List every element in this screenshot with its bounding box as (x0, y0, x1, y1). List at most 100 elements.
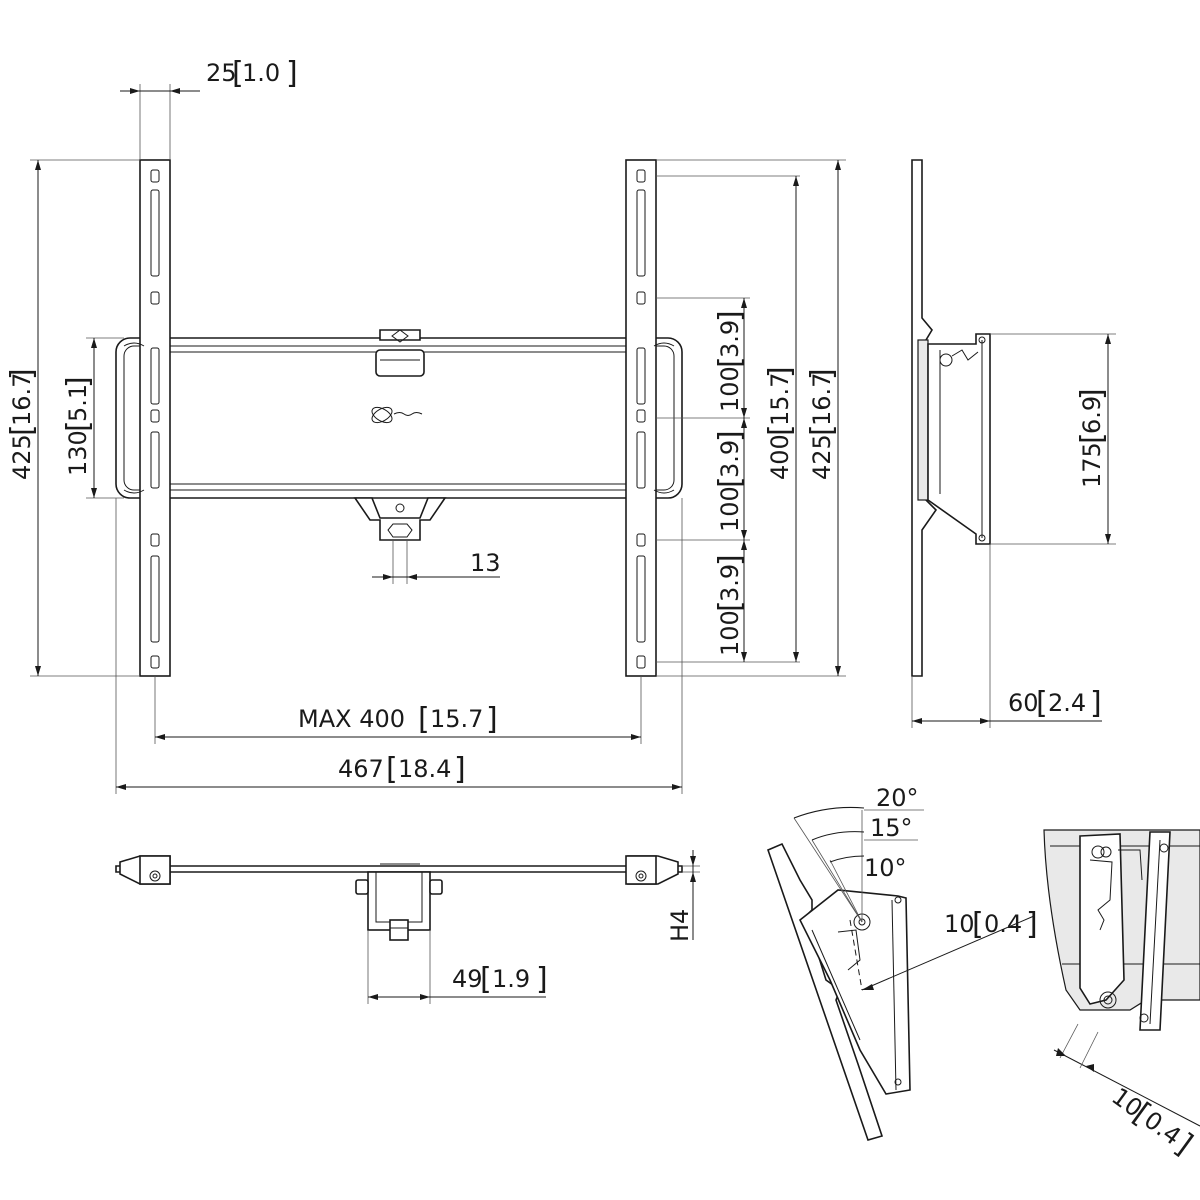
slot-spacing-top-inch: 3.9 (716, 320, 744, 358)
max-span-value: MAX 400 (298, 705, 405, 733)
svg-text:[: [ (480, 962, 492, 997)
tilt-min-label: 10° (864, 854, 907, 882)
svg-text:[: [ (1075, 432, 1110, 444)
clip-width-value: 25 (206, 59, 237, 87)
dim-slot-spacing: 100 [ 3.9 ] 100 [ 3.9 ] 100 [ 3.9 ] 400 … (656, 159, 846, 677)
plate-height-inch: 5.1 (64, 384, 92, 422)
rail-height-right-inch: 16.7 (808, 373, 836, 426)
tilt-offset-value: 10 (944, 910, 975, 938)
top-tab (379, 329, 421, 341)
svg-text:]: ] (454, 752, 466, 787)
total-width-value: 467 (338, 755, 384, 783)
svg-text:[: [ (713, 476, 748, 488)
svg-text:[: [ (5, 424, 40, 436)
bracket-height-value: 175 (1078, 442, 1106, 488)
dim-total-width: 467 [ 18.4 ] (115, 498, 683, 794)
bolt-size-value: 13 (470, 549, 501, 577)
dim-plate-height: 130 [ 5.1 ] (61, 337, 124, 499)
svg-text:[: [ (972, 907, 984, 942)
lock-hole (395, 503, 405, 513)
svg-text:]: ] (805, 368, 840, 380)
svg-text:]: ] (713, 430, 748, 442)
svg-text:]: ] (536, 962, 548, 997)
tilt-max-label: 20° (876, 784, 919, 812)
wall-distance-inch: 2.4 (1048, 689, 1086, 717)
left-rail-slots (150, 169, 160, 669)
lock-width-value: 49 (452, 965, 483, 993)
brand-logo (371, 406, 423, 424)
svg-text:]: ] (713, 310, 748, 322)
svg-text:]: ] (1075, 388, 1110, 400)
tilt-offset-inch: 0.4 (984, 910, 1022, 938)
svg-text:[: [ (805, 424, 840, 436)
top-view (115, 855, 683, 941)
dim-lock-width: 49 [ 1.9 ] (367, 930, 548, 1004)
svg-text:]: ] (763, 366, 798, 378)
svg-text:[: [ (763, 424, 798, 436)
top-tab-notch (391, 329, 409, 343)
rail-span-value: 400 (766, 434, 794, 480)
side-view (911, 159, 991, 677)
tilt-view: 20° 15° 10° 10 [ 0.4 ] (767, 784, 1038, 1141)
side-wall-plate (917, 339, 929, 501)
side-pivot-knob (939, 353, 953, 367)
safety-lock-tab (353, 497, 447, 541)
tilt-mid-label: 15° (870, 814, 913, 842)
slot-spacing-bottom-value: 100 (716, 610, 744, 656)
tilt-rail (767, 842, 884, 1141)
svg-text:]: ] (1026, 907, 1038, 942)
dim-clip-width: 25 [ 1.0 ] (120, 56, 298, 160)
dim-bolt-size: 13 (372, 540, 501, 584)
svg-text:]: ] (486, 702, 498, 737)
detail-bracket (1079, 833, 1125, 1005)
slot-spacing-bottom-inch: 3.9 (716, 564, 744, 602)
svg-text:[: [ (386, 752, 398, 787)
front-view (115, 159, 683, 677)
svg-text:[: [ (1036, 686, 1048, 721)
clip-width-inch: 1.0 (242, 59, 280, 87)
dim-h-label: H4 (666, 850, 700, 942)
svg-text:[: [ (232, 56, 244, 91)
slot-spacing-mid-value: 100 (716, 486, 744, 532)
dim-bracket-height: 175 [ 6.9 ] (990, 333, 1116, 545)
detail-view: 10 [ 0.4 ] (1043, 829, 1200, 1162)
svg-text:]: ] (61, 376, 96, 388)
total-width-inch: 18.4 (398, 755, 451, 783)
tilt-bracket (798, 889, 911, 1095)
slot-spacing-mid-inch: 3.9 (716, 440, 744, 478)
dim-rail-height-left: 425 [ 16.7 ] (5, 159, 140, 677)
lock-bolt-hex (387, 523, 413, 538)
svg-text:]: ] (5, 368, 40, 380)
top-hook (375, 349, 425, 377)
plate-height-value: 130 (64, 430, 92, 476)
rail-height-left-inch: 16.7 (8, 373, 36, 426)
dim-wall-distance: 60 [ 2.4 ] (911, 544, 1102, 728)
svg-text:[: [ (713, 600, 748, 612)
svg-text:[: [ (61, 420, 96, 432)
side-bracket (927, 333, 991, 545)
svg-text:[: [ (418, 702, 430, 737)
svg-text:]: ] (1090, 686, 1102, 721)
top-view-left-rail (139, 855, 171, 885)
rail-span-inch: 15.7 (766, 373, 794, 426)
left-rail (139, 159, 171, 677)
svg-text:]: ] (713, 554, 748, 566)
top-view-lock-bolt (389, 919, 409, 941)
slot-spacing-top-value: 100 (716, 366, 744, 412)
h-label-value: H4 (666, 909, 694, 942)
lock-width-inch: 1.9 (492, 965, 530, 993)
rail-height-left-value: 425 (8, 434, 36, 480)
svg-text:[: [ (713, 356, 748, 368)
max-span-inch: 15.7 (430, 705, 483, 733)
wall-distance-value: 60 (1008, 689, 1039, 717)
right-rail-slots (636, 169, 646, 669)
right-rail (625, 159, 657, 677)
dim-max-span: MAX 400 [ 15.7 ] (154, 676, 642, 744)
top-view-plate (115, 865, 683, 873)
bracket-height-inch: 6.9 (1078, 396, 1106, 434)
top-view-right-rail (625, 855, 657, 885)
detail-knob (1099, 991, 1117, 1009)
svg-text:]: ] (286, 56, 298, 91)
